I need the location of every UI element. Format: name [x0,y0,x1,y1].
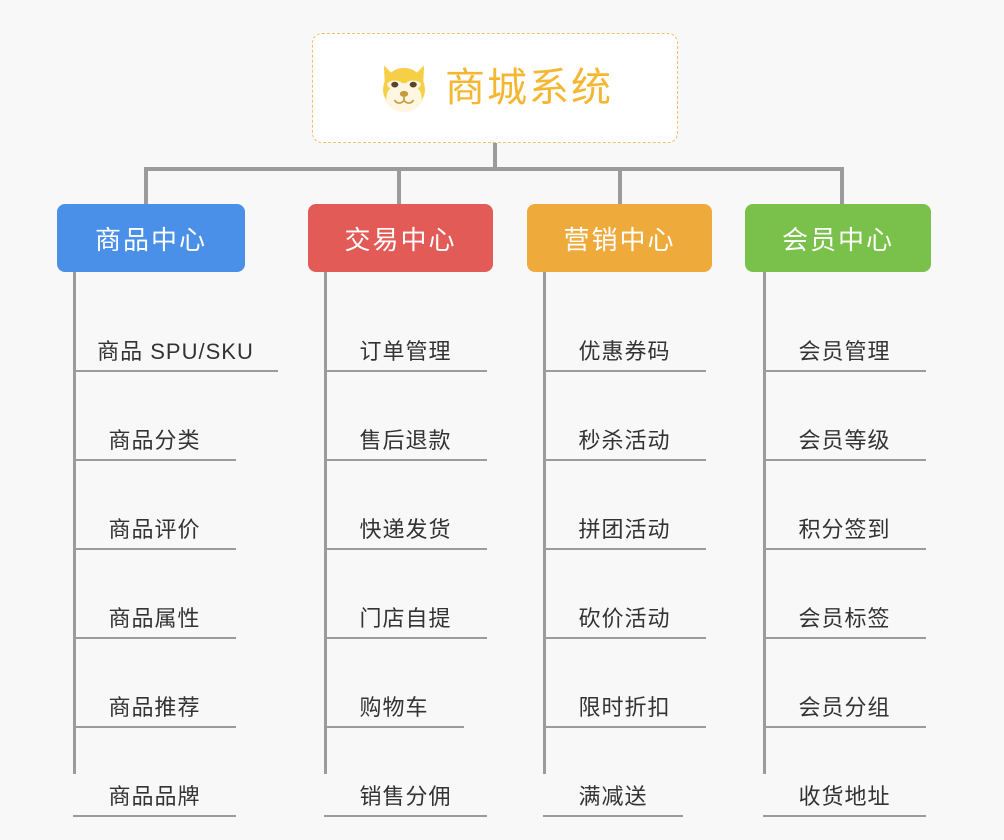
branch-header[interactable]: 商品中心 [57,204,245,272]
leaf-item[interactable]: 会员分组 [763,639,926,728]
leaf-item[interactable]: 拼团活动 [543,461,706,550]
branch-header-label: 会员中心 [781,224,894,255]
leaf-label: 快递发货 [359,517,452,542]
leaf-item[interactable]: 积分签到 [763,461,926,550]
leaf-underline [543,815,683,817]
leaf-item[interactable]: 商品属性 [73,550,236,639]
leaf-label: 优惠券码 [578,339,671,364]
leaf-underline [73,637,236,639]
branch-trunk [73,272,76,774]
leaf-item[interactable]: 优惠券码 [543,283,706,372]
leaf-underline [73,370,278,372]
leaf-label: 会员分组 [798,695,891,720]
connector-drop-4 [840,167,844,207]
branch-trunk [324,272,327,774]
leaf-underline [763,370,926,372]
leaf-label: 限时折扣 [578,695,671,720]
leaf-label: 秒杀活动 [578,428,671,453]
branch-header-label: 交易中心 [344,224,457,255]
branch-trunk [543,272,546,774]
connector-drop-2 [397,167,401,207]
leaf-item[interactable]: 秒杀活动 [543,372,706,461]
leaf-item[interactable]: 快递发货 [324,461,487,550]
leaf-underline [763,815,926,817]
root-node[interactable]: 商城系统 [312,33,678,143]
leaf-item[interactable]: 商品评价 [73,461,236,550]
branch-trunk [763,272,766,774]
branch-header-label: 营销中心 [563,224,676,255]
leaf-label: 门店自提 [359,606,452,631]
branch-header[interactable]: 会员中心 [745,204,931,272]
leaf-label: 商品属性 [108,606,201,631]
connector-root-stem [493,143,497,171]
leaf-underline [543,726,706,728]
leaf-label: 商品推荐 [108,695,201,720]
leaf-item[interactable]: 商品 SPU/SKU [73,283,278,372]
leaf-item[interactable]: 销售分佣 [324,728,487,817]
leaf-item[interactable]: 收货地址 [763,728,926,817]
leaf-item[interactable]: 会员标签 [763,550,926,639]
leaf-item[interactable]: 售后退款 [324,372,487,461]
leaf-underline [763,726,926,728]
leaf-underline [543,548,706,550]
leaf-underline [763,637,926,639]
connector-drop-3 [618,167,622,207]
leaf-underline [324,459,487,461]
branch-header[interactable]: 交易中心 [308,204,493,272]
shiba-dog-face-icon [377,62,431,114]
leaf-label: 购物车 [359,695,429,720]
leaf-underline [73,726,236,728]
leaf-item[interactable]: 门店自提 [324,550,487,639]
leaf-label: 商品评价 [108,517,201,542]
leaf-label: 砍价活动 [578,606,671,631]
leaf-item[interactable]: 商品品牌 [73,728,236,817]
leaf-item[interactable]: 砍价活动 [543,550,706,639]
leaf-label: 收货地址 [798,784,891,809]
leaf-label: 售后退款 [359,428,452,453]
leaf-item[interactable]: 购物车 [324,639,464,728]
leaf-label: 拼团活动 [578,517,671,542]
leaf-underline [543,459,706,461]
connector-drop-1 [144,167,148,207]
leaf-label: 订单管理 [359,339,452,364]
leaf-underline [324,815,487,817]
leaf-label: 会员标签 [798,606,891,631]
leaf-label: 商品 SPU/SKU [97,339,254,364]
leaf-item[interactable]: 商品推荐 [73,639,236,728]
leaf-underline [543,637,706,639]
leaf-underline [73,815,236,817]
connector-horizontal-bus [144,167,844,171]
leaf-item[interactable]: 会员管理 [763,283,926,372]
leaf-label: 商品分类 [108,428,201,453]
leaf-label: 商品品牌 [108,784,201,809]
leaf-underline [763,548,926,550]
leaf-underline [73,459,236,461]
root-title: 商城系统 [445,66,613,110]
leaf-underline [324,726,464,728]
branch-header-label: 商品中心 [94,224,207,255]
leaf-underline [324,548,487,550]
leaf-label: 满减送 [578,784,648,809]
leaf-label: 会员管理 [798,339,891,364]
leaf-label: 积分签到 [798,517,891,542]
leaf-underline [543,370,706,372]
leaf-label: 会员等级 [798,428,891,453]
leaf-underline [324,637,487,639]
leaf-label: 销售分佣 [359,784,452,809]
leaf-item[interactable]: 订单管理 [324,283,487,372]
leaf-item[interactable]: 商品分类 [73,372,236,461]
leaf-underline [324,370,487,372]
branch-header[interactable]: 营销中心 [527,204,712,272]
leaf-item[interactable]: 满减送 [543,728,683,817]
leaf-item[interactable]: 限时折扣 [543,639,706,728]
leaf-item[interactable]: 会员等级 [763,372,926,461]
leaf-underline [73,548,236,550]
leaf-underline [763,459,926,461]
